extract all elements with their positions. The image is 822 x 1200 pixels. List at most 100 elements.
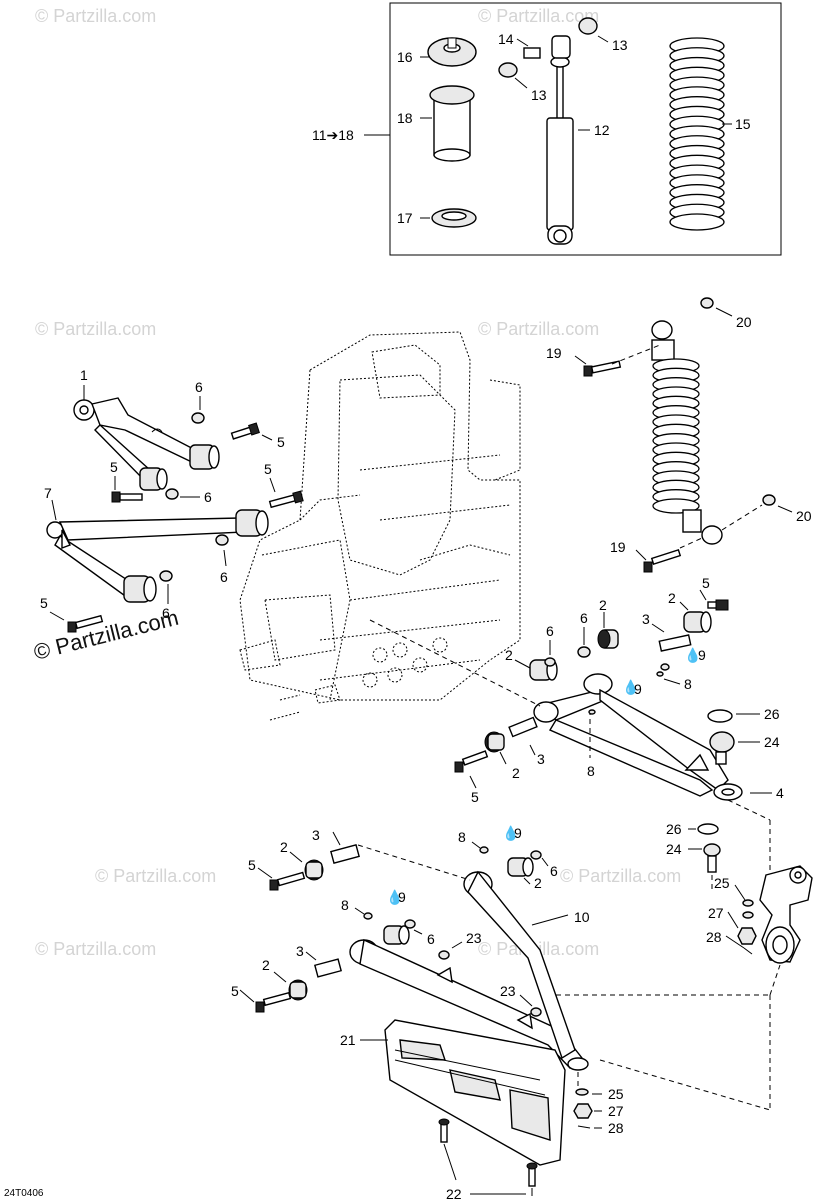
spindle-knuckle-part xyxy=(759,865,813,964)
callout-label: 2 xyxy=(280,839,288,855)
bolt-part xyxy=(269,871,306,891)
shock-assembly-part xyxy=(651,320,723,545)
bushing-part xyxy=(529,659,558,681)
callout-label: 9 xyxy=(398,889,406,905)
callout-label: 24 xyxy=(666,841,682,857)
shock-kit-box: 11➔18 16 18 17 xyxy=(312,2,782,256)
callout-label: 20 xyxy=(736,314,752,330)
assembled-spring-part xyxy=(652,358,700,514)
callout-label: 8 xyxy=(458,829,466,845)
watermark: © Partzilla.com xyxy=(35,319,156,339)
callout-label: 6 xyxy=(162,605,170,621)
callout-label: 5 xyxy=(264,461,272,477)
watermark: © Partzilla.com xyxy=(478,6,599,26)
callout-label: 5 xyxy=(702,575,710,591)
bolt-part xyxy=(707,599,729,611)
coil-spring-part xyxy=(669,37,725,231)
callout-label: 13 xyxy=(612,37,628,53)
callout-label: 3 xyxy=(537,751,545,767)
fastener-group: 3 2 5 8 💧 9 2 6 8 💧 9 6 3 2 xyxy=(231,825,624,1136)
callout-label: 6 xyxy=(546,623,554,639)
callout-label: 5 xyxy=(110,459,118,475)
bolt-part xyxy=(643,548,682,573)
callout-label: 9 xyxy=(514,825,522,841)
fastener-group: 22 xyxy=(438,1118,538,1200)
callout-label: 27 xyxy=(608,1103,624,1119)
watermark: © Partzilla.com xyxy=(95,866,216,886)
lubricant-icon: 💧 xyxy=(502,825,519,842)
callout-label: 2 xyxy=(599,597,607,613)
bushing-part xyxy=(597,629,619,649)
bolt-part xyxy=(268,490,304,509)
callout-label: 26 xyxy=(764,706,780,722)
diagram-code: 24T0406 xyxy=(4,1188,44,1199)
callout-label: 10 xyxy=(574,909,590,925)
callout-label: 3 xyxy=(642,611,650,627)
callout-label: 2 xyxy=(512,765,520,781)
bushing-part xyxy=(507,857,534,877)
callout-label: 14 xyxy=(498,31,514,47)
callout-label: 2 xyxy=(505,647,513,663)
callout-label: 4 xyxy=(776,785,784,801)
watermark-group: © Partzilla.com © Partzilla.com © Partzi… xyxy=(31,6,681,959)
callout-label: 5 xyxy=(471,789,479,805)
callout-label: 5 xyxy=(277,434,285,450)
callout-label: 22 xyxy=(446,1186,462,1200)
bushing-part xyxy=(304,859,324,881)
callout-label: 12 xyxy=(594,122,610,138)
bushing-part xyxy=(383,925,410,945)
bolt-part xyxy=(230,422,260,440)
callout-label: 24 xyxy=(764,734,780,750)
thrust-washer-part xyxy=(431,208,477,228)
callout-label: 27 xyxy=(708,905,724,921)
callout-label: 9 xyxy=(698,647,706,663)
lubricant-icon: 💧 xyxy=(386,889,403,906)
bushing-part xyxy=(683,611,712,633)
bolt-part xyxy=(255,991,292,1013)
fastener-group: 2 6 6 2 3 2 5 💧 9 8 💧 9 8 2 3 xyxy=(454,575,780,805)
small-arm-part xyxy=(73,397,220,491)
callout-label: 5 xyxy=(248,857,256,873)
callout-label: 28 xyxy=(608,1120,624,1136)
callout-label: 5 xyxy=(40,595,48,611)
damper-part xyxy=(546,35,574,245)
callout-label: 6 xyxy=(195,379,203,395)
callout-label: 6 xyxy=(204,489,212,505)
lubricant-icon: 💧 xyxy=(622,679,639,696)
left-a-arm-part xyxy=(46,509,269,603)
callout-label: 3 xyxy=(296,943,304,959)
sleeve-part xyxy=(429,85,475,162)
callout-label: 1 xyxy=(80,367,88,383)
callout-label: 8 xyxy=(587,763,595,779)
callout-label: 16 xyxy=(397,49,413,65)
callout-label: 6 xyxy=(580,610,588,626)
bolt-part xyxy=(111,491,143,503)
skid-plate-part xyxy=(384,1019,566,1166)
callout-label: 19 xyxy=(546,345,562,361)
callout-label: 2 xyxy=(668,590,676,606)
callout-label: 5 xyxy=(231,983,239,999)
kit-frame xyxy=(389,2,782,256)
lower-a-arm-part xyxy=(349,870,589,1071)
watermark: © Partzilla.com xyxy=(35,6,156,26)
callout-label: 2 xyxy=(534,875,542,891)
callout-label: 18 xyxy=(397,110,413,126)
fastener-group: 26 24 25 27 28 xyxy=(556,799,781,1111)
kit-range-label: 11➔18 xyxy=(312,127,354,143)
watermark: © Partzilla.com xyxy=(35,939,156,959)
vehicle-frame-outline xyxy=(239,331,521,721)
bushing-part xyxy=(484,731,505,753)
spring-seat-part xyxy=(427,37,477,67)
bushing-part xyxy=(288,979,308,1001)
callout-label: 19 xyxy=(610,539,626,555)
callout-label: 25 xyxy=(714,875,730,891)
callout-label: 3 xyxy=(312,827,320,843)
fastener-group: 20 19 20 19 xyxy=(546,297,812,573)
lubricant-icon: 💧 xyxy=(684,647,701,664)
callout-label: 21 xyxy=(340,1032,356,1048)
callout-label: 25 xyxy=(608,1086,624,1102)
callout-label: 2 xyxy=(262,957,270,973)
spring-coil xyxy=(669,213,725,231)
callout-label: 8 xyxy=(684,676,692,692)
